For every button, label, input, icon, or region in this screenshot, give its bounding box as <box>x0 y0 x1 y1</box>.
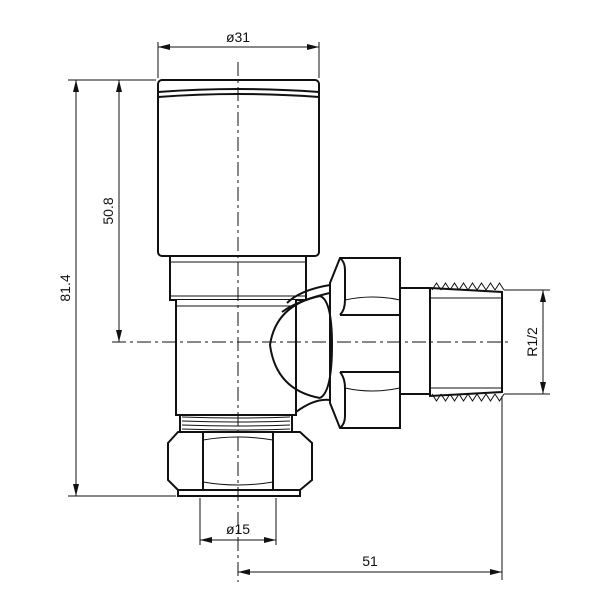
thread-ridge <box>494 393 505 402</box>
bottom-thread-line <box>181 416 291 419</box>
thread-ridge <box>440 393 451 402</box>
elbow-joint <box>269 284 335 413</box>
centre-lines <box>112 62 510 582</box>
thread-ridge <box>440 282 451 291</box>
thread-ridge <box>458 282 469 291</box>
thread-ridge <box>458 393 469 402</box>
dimension-height-to-centre: 50.8 <box>100 79 156 342</box>
thread-ridge <box>485 282 496 291</box>
thread-ridge <box>431 282 442 291</box>
side-union-nut <box>319 257 401 429</box>
thread-ridge <box>449 282 460 291</box>
thread-ridge <box>485 393 496 402</box>
thread-ridge <box>449 393 460 402</box>
thread-ridge <box>476 282 487 291</box>
thread-label: R1/2 <box>524 327 540 357</box>
bottom-thread-line <box>181 420 291 423</box>
dimension-thread: R1/2 <box>504 289 550 395</box>
overall-height-label: 81.4 <box>57 274 73 301</box>
dimension-overall-height: 81.4 <box>57 79 176 497</box>
thread-ridge <box>494 282 505 291</box>
thread-ridge <box>467 393 478 402</box>
dimension-bottom-diameter: ø15 <box>199 498 277 545</box>
bottom-diameter-label: ø15 <box>226 521 250 537</box>
width-to-end-label: 51 <box>362 553 378 569</box>
bottom-thread-line <box>181 424 291 427</box>
thread-ridge <box>467 282 478 291</box>
height-to-centre-label: 50.8 <box>100 197 116 224</box>
dimension-top-diameter: ø31 <box>157 29 320 78</box>
dimension-width-to-end: 51 <box>238 396 503 580</box>
top-diameter-label: ø31 <box>226 29 250 45</box>
thread-ridge <box>431 393 442 402</box>
bottom-thread-line <box>181 428 291 431</box>
bottom-compression-nut <box>167 414 313 497</box>
thread-ridge <box>476 393 487 402</box>
